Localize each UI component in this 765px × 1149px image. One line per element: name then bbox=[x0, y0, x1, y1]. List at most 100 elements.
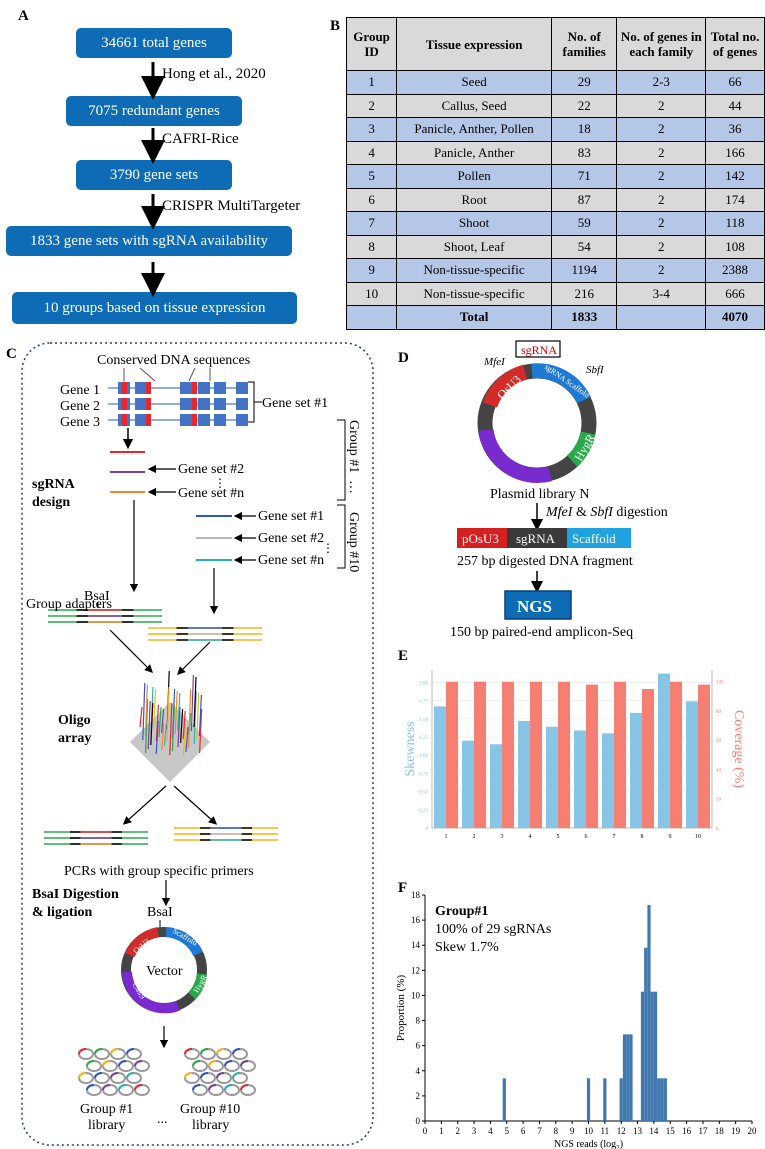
gene-set-2-left-label: Gene set #2 bbox=[178, 462, 244, 477]
x-tick-label: 13 bbox=[633, 1126, 643, 1136]
flow-step-multitargeter: CRISPR MultiTargeter bbox=[162, 198, 301, 214]
coverage-bar bbox=[670, 681, 682, 828]
table-cell: 2 bbox=[345, 93, 398, 118]
table-total-cell: 1833 bbox=[550, 305, 618, 330]
coverage-bar bbox=[642, 689, 654, 828]
y-tick-label: 0.25 bbox=[419, 809, 428, 814]
coverage-bar bbox=[614, 681, 626, 828]
table-cell: 5 bbox=[345, 164, 398, 189]
skewness-bar bbox=[434, 706, 446, 828]
panel-a-label: A bbox=[18, 8, 29, 24]
x-tick-label: 17 bbox=[698, 1126, 708, 1136]
header-families: No. of families bbox=[550, 17, 618, 71]
x-tick-label: 14 bbox=[649, 1126, 659, 1136]
y-tick-label: 1.50 bbox=[419, 718, 428, 723]
histogram-bar bbox=[647, 905, 651, 1121]
x-tick-label: 2 bbox=[473, 834, 476, 840]
histogram-bar bbox=[653, 991, 658, 1121]
table-cell: 118 bbox=[705, 211, 765, 236]
table-cell: 66 bbox=[705, 70, 765, 95]
histogram-bar bbox=[502, 1078, 506, 1121]
table-cell: 18 bbox=[550, 117, 618, 142]
gene-1-label: Gene 1 bbox=[60, 383, 100, 398]
histogram-bar bbox=[660, 1078, 664, 1121]
table-cell: 29 bbox=[550, 70, 618, 95]
flow-box-ten-groups: 10 groups based on tissue expression bbox=[12, 292, 297, 324]
gene-2-label: Gene 2 bbox=[60, 399, 100, 414]
table-cell: 216 bbox=[550, 281, 618, 306]
panel-b-label: B bbox=[330, 18, 341, 34]
y2-tick-label: 60 bbox=[716, 739, 722, 744]
chart-title: Group#1 bbox=[435, 904, 488, 919]
x-tick-label: 9 bbox=[570, 1126, 575, 1136]
group-table: Group ID Tissue expression No. of famili… bbox=[345, 17, 765, 330]
table-cell: 2 bbox=[616, 93, 707, 118]
y-tick-label: 8 bbox=[416, 1016, 421, 1026]
x-tick-label: 3 bbox=[501, 834, 504, 840]
table-cell: 3 bbox=[345, 117, 398, 142]
skewness-bar bbox=[546, 726, 558, 828]
bsai-vector-label: BsaI bbox=[147, 905, 173, 920]
oligo-array-label-1: Oligo bbox=[58, 713, 91, 728]
table-cell: 2 bbox=[616, 187, 707, 212]
ngs-caption: 150 bp paired-end amplicon-Seq bbox=[450, 625, 633, 640]
panel-d-label: D bbox=[398, 350, 409, 366]
table-cell: 2 bbox=[616, 164, 707, 189]
table-cell: Panicle, Anther bbox=[396, 140, 552, 165]
gene-set-1-right-label: Gene set #1 bbox=[258, 509, 324, 524]
x-tick-label: 19 bbox=[731, 1126, 741, 1136]
vdots-left: ⋮ bbox=[214, 476, 226, 490]
y-tick-label: 16 bbox=[411, 915, 421, 925]
x-tick-label: 8 bbox=[641, 834, 644, 840]
table-cell: 666 bbox=[705, 281, 765, 306]
x-tick-label: 10 bbox=[695, 834, 701, 840]
y-tick-label: 10 bbox=[411, 990, 421, 1000]
table-cell: 174 bbox=[705, 187, 765, 212]
table-cell: 87 bbox=[550, 187, 618, 212]
table-cell: 22 bbox=[550, 93, 618, 118]
table-cell: 9 bbox=[345, 258, 398, 283]
table-cell: 2 bbox=[616, 140, 707, 165]
x-tick-label: 20 bbox=[748, 1126, 758, 1136]
table-cell: 1194 bbox=[550, 258, 618, 283]
y-tick-label: 0.50 bbox=[419, 791, 428, 796]
x-tick-label: 4 bbox=[488, 1126, 493, 1136]
x-tick-label: 7 bbox=[537, 1126, 542, 1136]
skewness-bar bbox=[658, 673, 670, 828]
table-cell: 8 bbox=[345, 234, 398, 259]
x-tick-label: 9 bbox=[669, 834, 672, 840]
y-tick-label: 0 bbox=[416, 1116, 421, 1126]
group-1-vertical: Group #1 bbox=[346, 420, 361, 473]
y-tick-label: 14 bbox=[411, 940, 421, 950]
y-axis-label: Proportion (%) bbox=[395, 975, 407, 1042]
skewness-bar bbox=[686, 701, 698, 828]
x-tick-label: 6 bbox=[521, 1126, 526, 1136]
oligo-array-label-2: array bbox=[58, 731, 91, 746]
table-cell: 2 bbox=[616, 258, 707, 283]
panel-c-label: C bbox=[6, 346, 17, 362]
skewness-coverage-chart: 00.250.500.751.001.251.501.752.000204060… bbox=[403, 670, 746, 840]
digestion-label-1: BsaI Digestion bbox=[32, 887, 119, 902]
y-tick-label: 2.00 bbox=[419, 681, 428, 686]
table-cell: 1 bbox=[345, 70, 398, 95]
gene-set-1-label: Gene set #1 bbox=[262, 396, 328, 411]
x-tick-label: 16 bbox=[682, 1126, 692, 1136]
table-cell: 4 bbox=[345, 140, 398, 165]
x-axis-label: NGS reads (log2) bbox=[554, 1139, 623, 1149]
plasmid-library-label: Plasmid library N bbox=[490, 487, 590, 502]
fragment-caption: 257 bp digested DNA fragment bbox=[457, 554, 633, 569]
table-cell: Shoot bbox=[396, 211, 552, 236]
table-cell: Non-tissue-specific bbox=[396, 281, 552, 306]
x-tick-label: 6 bbox=[585, 834, 588, 840]
flow-box-total-genes-text: 34661 total genes bbox=[101, 34, 207, 51]
vdots-right: ⋮ bbox=[322, 541, 334, 555]
y2-tick-label: 80 bbox=[716, 710, 722, 715]
x-tick-label: 3 bbox=[472, 1126, 477, 1136]
pcrs-label: PCRs with group specific primers bbox=[64, 864, 254, 879]
